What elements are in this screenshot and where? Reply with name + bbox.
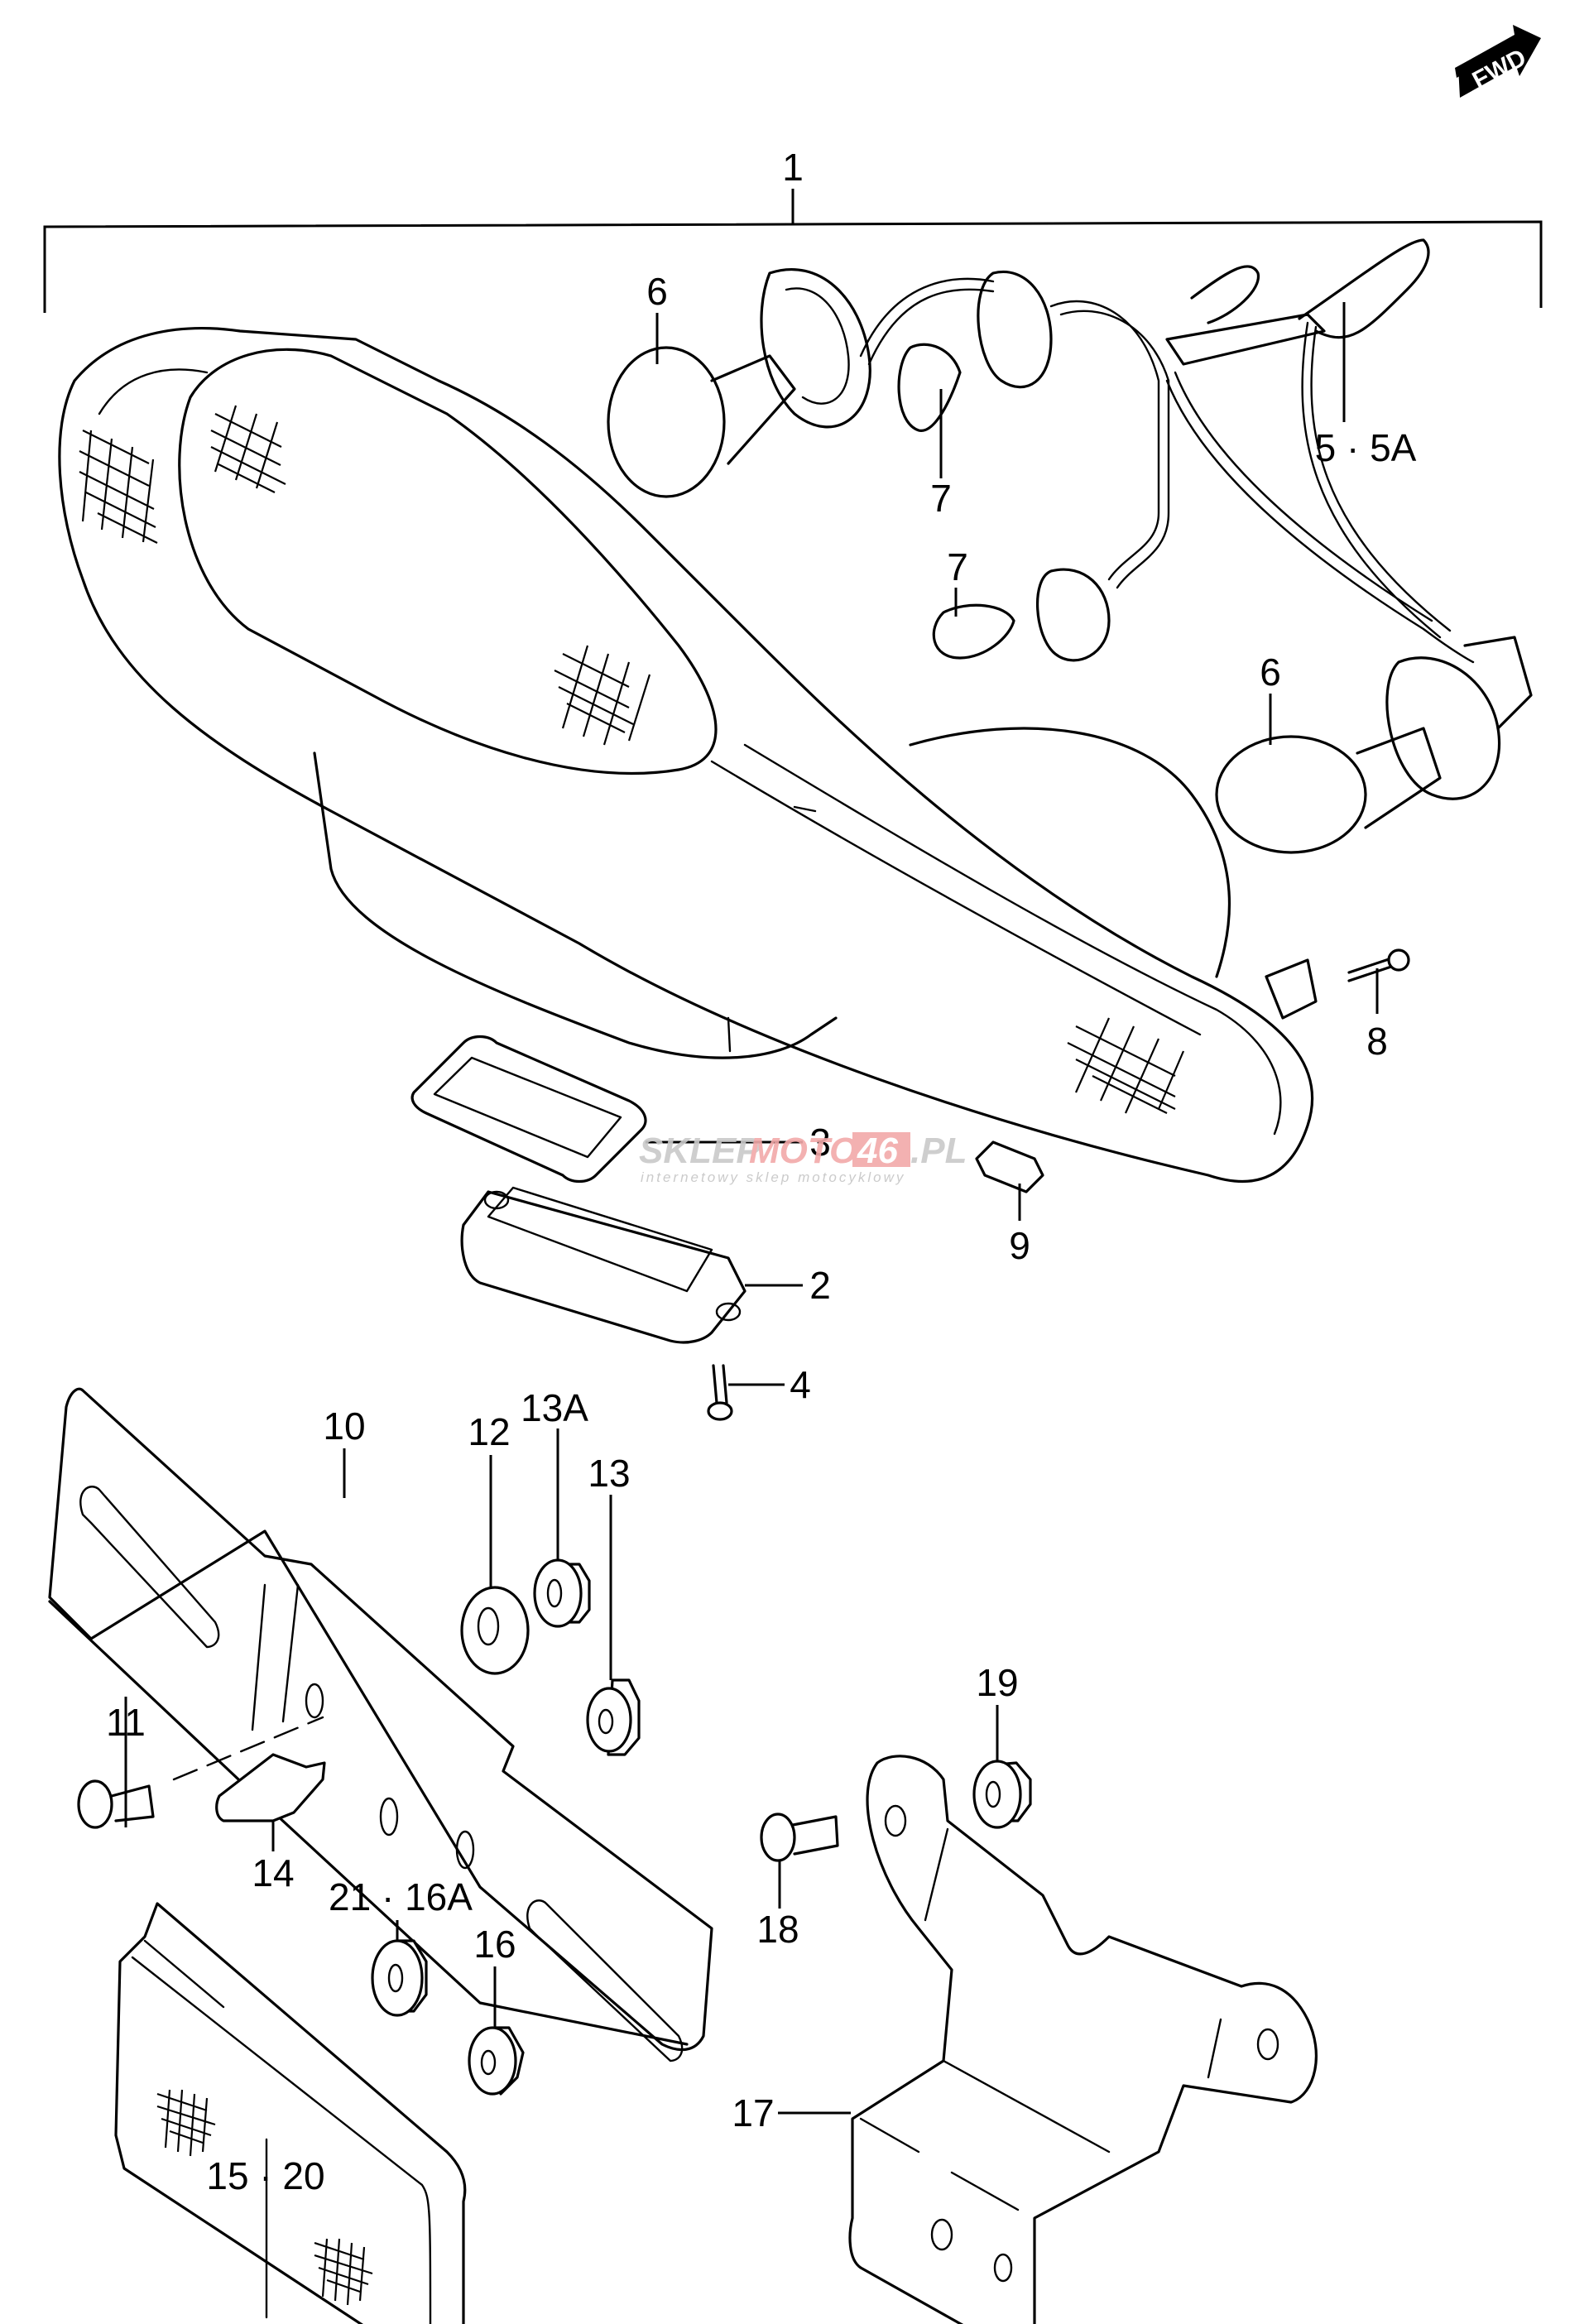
watermark-brand-red: MOTO: [749, 1131, 857, 1171]
tail-lamp-housing: [58, 327, 1318, 1183]
screw-8: [1347, 948, 1410, 982]
assembly-bracket: [43, 189, 1543, 313]
callout-12: 12: [468, 1410, 510, 1453]
callout-21-16a: 21 · 16A: [329, 1875, 473, 1918]
callout-15-20: 15 · 20: [206, 2154, 324, 2197]
callout-8: 8: [1366, 1020, 1388, 1063]
callout-19: 19: [976, 1661, 1018, 1704]
nut-16: [468, 2026, 525, 2096]
cushion-14: [215, 1753, 326, 1822]
callout-17: 17: [732, 2091, 774, 2134]
leader-lines: [124, 302, 1379, 2115]
callout-16: 16: [473, 1923, 516, 1966]
callout-5-5a: 5 · 5A: [1315, 426, 1417, 469]
reflector-15-20: [114, 1902, 467, 2324]
callout-13: 13: [588, 1452, 630, 1495]
nut-19: [972, 1760, 1032, 1829]
callout-9: 9: [1009, 1224, 1030, 1267]
gasket-3: [410, 1035, 647, 1184]
callout-labels: 1 5 · 5A 6 6 7 7 8 3 9 2 4 10 12 13A 13 …: [106, 146, 1417, 2197]
callout-10: 10: [323, 1404, 365, 1448]
clip-nut-9: [975, 1140, 1044, 1193]
bolt-18: [760, 1813, 839, 1862]
nut-21-16a: [371, 1939, 428, 2017]
callout-2: 2: [809, 1264, 831, 1307]
bulb-6-upper: [607, 268, 871, 498]
nut-13a: [533, 1558, 591, 1628]
license-lamp-2: [460, 1186, 746, 1344]
bulb-7-upper: [897, 270, 1053, 432]
watermark-brand-suffix: .PL: [910, 1131, 967, 1171]
bulb-6-lower: [1215, 636, 1533, 854]
callout-7-upper: 7: [930, 477, 952, 520]
nut-13: [586, 1678, 641, 1756]
callout-18: 18: [756, 1908, 799, 1951]
bolt-11: [77, 1779, 155, 1829]
wiring-harness: [859, 238, 1475, 664]
license-plate-bracket-10: [48, 1387, 713, 2062]
washer-12: [460, 1586, 530, 1675]
callout-14: 14: [252, 1851, 294, 1894]
callout-13a: 13A: [521, 1386, 588, 1429]
fwd-arrow-icon: FWD: [1455, 25, 1541, 98]
screw-4: [707, 1364, 733, 1421]
bulb-7-lower: [932, 568, 1111, 662]
callout-11: 11: [106, 1701, 146, 1744]
callout-1: 1: [782, 146, 804, 189]
watermark-tagline: internetowy sklep motocyklowy: [641, 1169, 905, 1185]
callout-3: 3: [809, 1121, 831, 1164]
watermark: SKLEP MOTO 46 .PL internetowy sklep moto…: [639, 1131, 967, 1185]
callout-6-lower: 6: [1260, 651, 1281, 694]
watermark-brand-number: 46: [857, 1131, 898, 1171]
watermark-number-box: [852, 1132, 910, 1167]
callout-6-upper: 6: [646, 270, 668, 313]
callout-4: 4: [790, 1363, 811, 1406]
reflector-bracket-17: [848, 1755, 1318, 2324]
watermark-brand-gray: SKLEP: [639, 1131, 761, 1171]
callout-7-lower: 7: [947, 545, 968, 588]
